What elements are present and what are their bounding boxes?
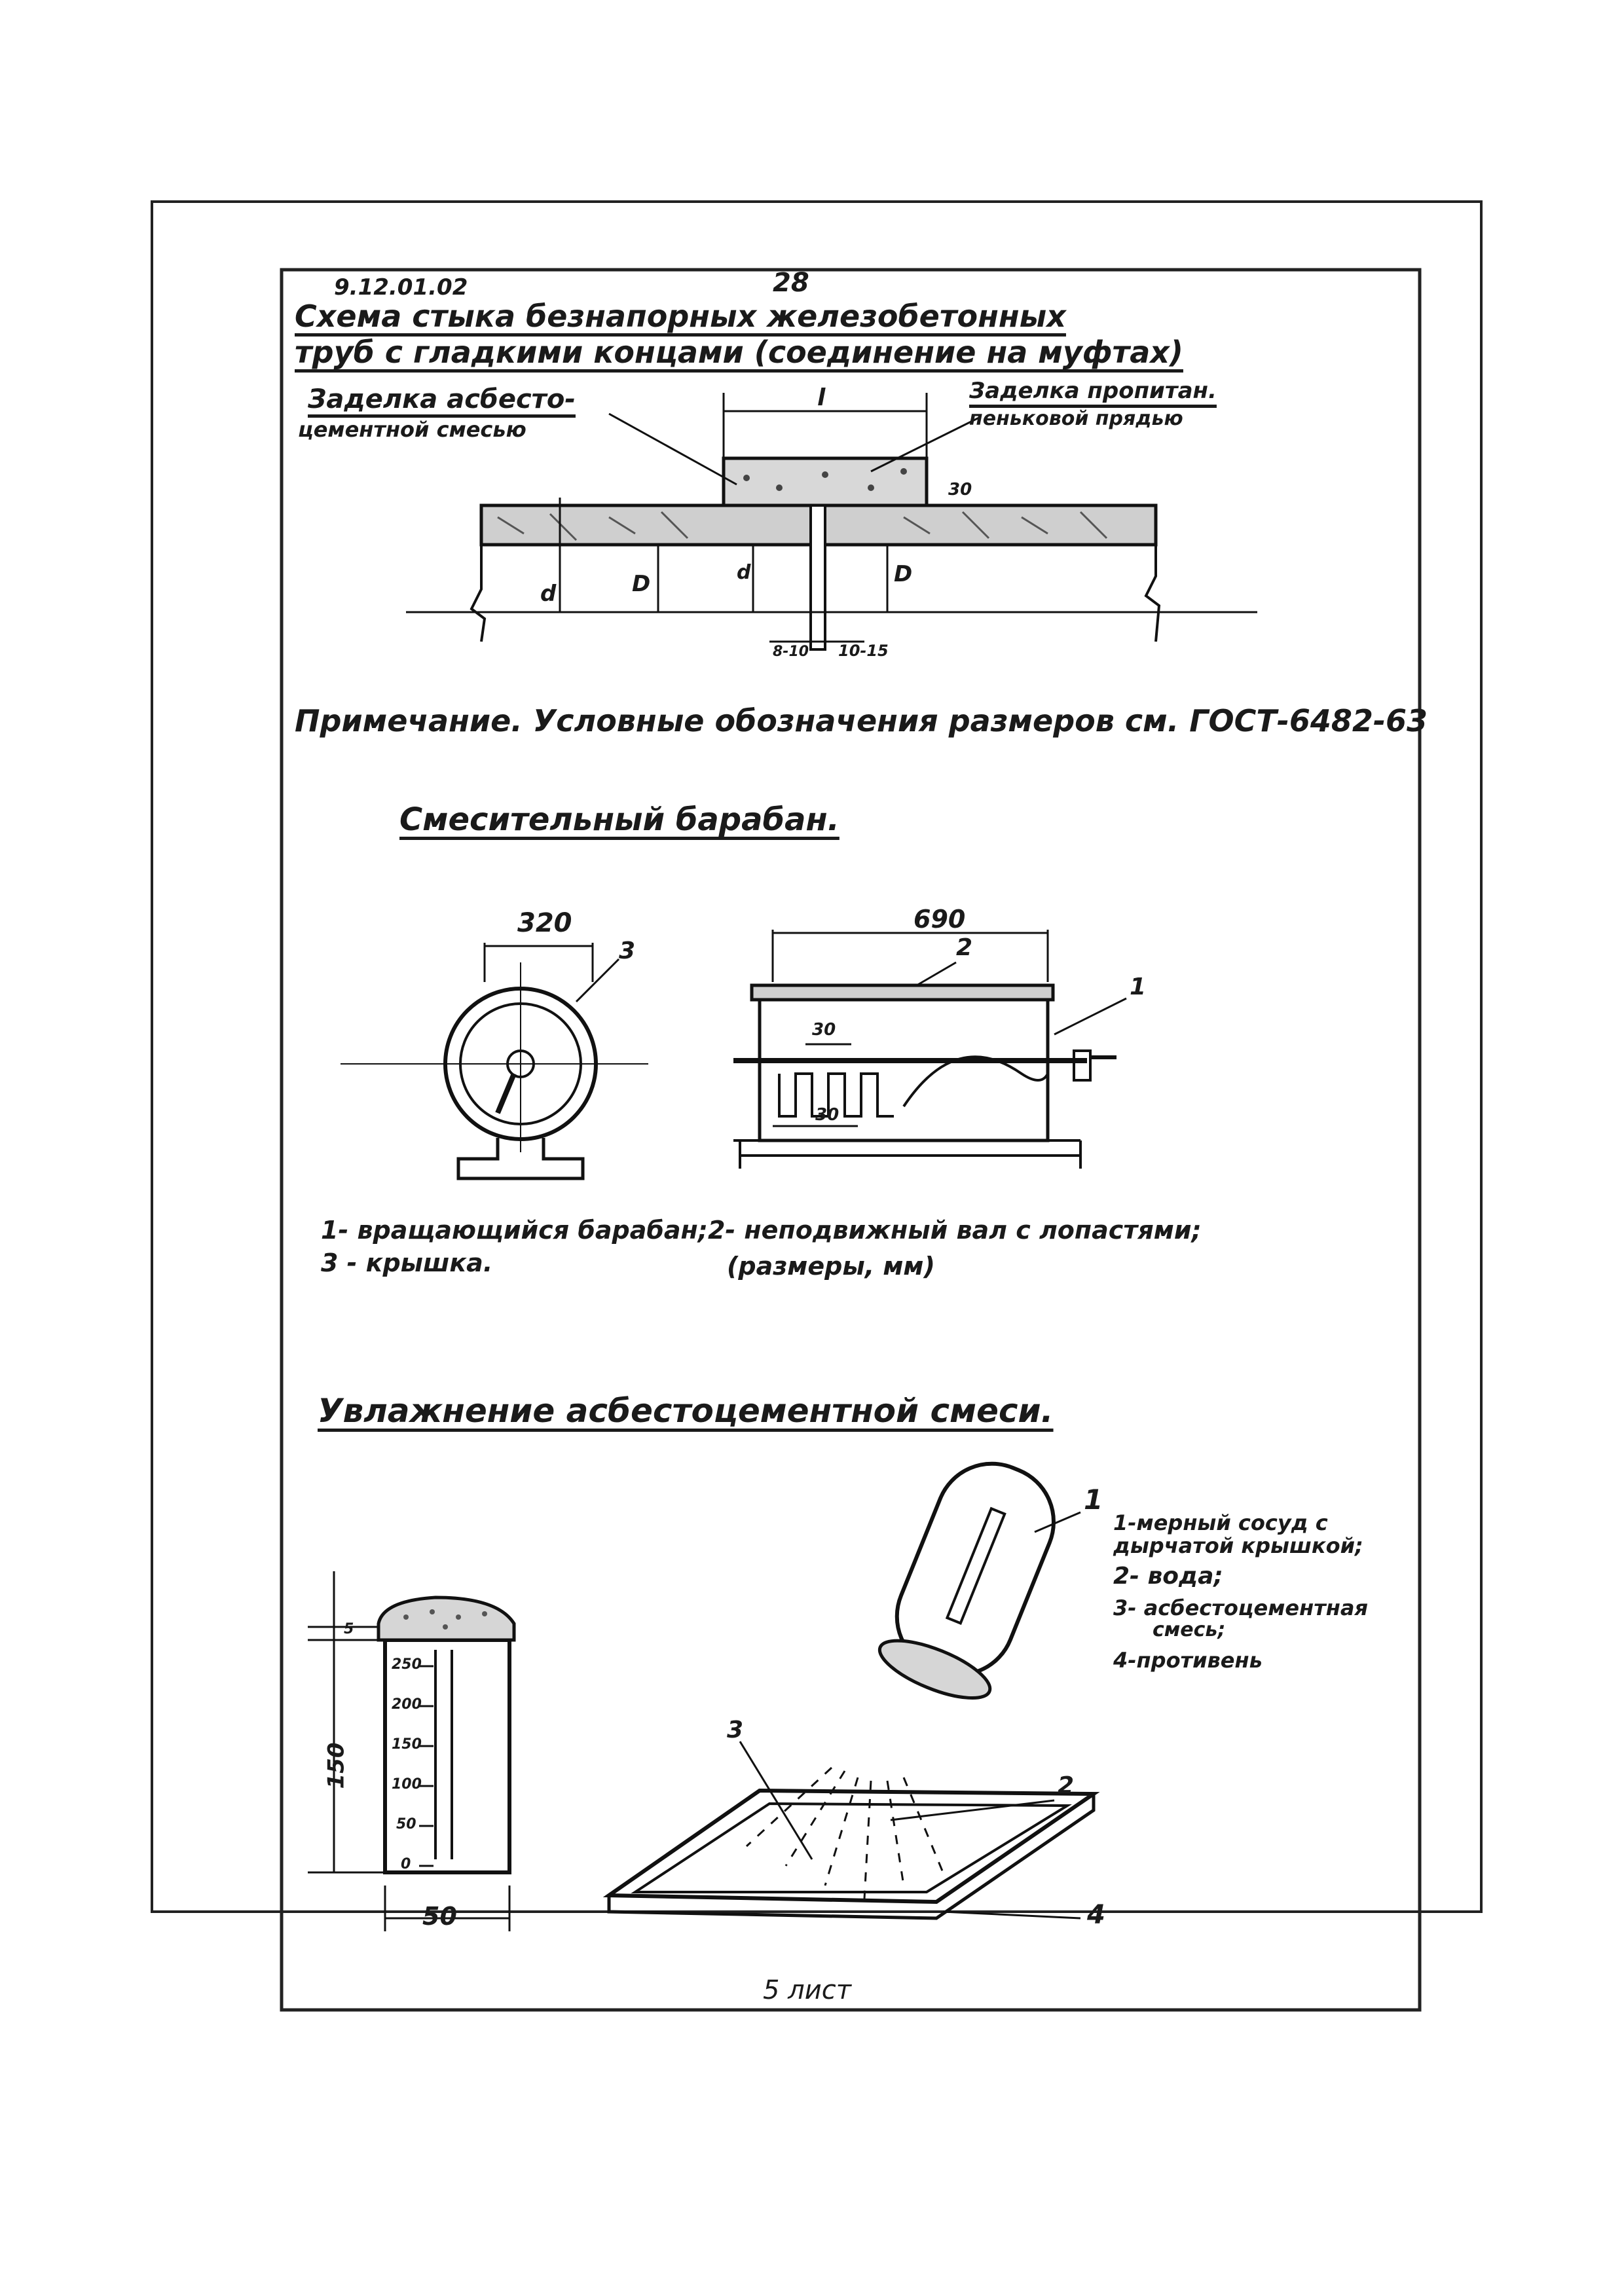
drum-blades: [778, 1072, 894, 1118]
joint-label-right-2: пеньковой прядью: [969, 407, 1183, 430]
drum-legend-line2a: 3 - крышка.: [321, 1248, 493, 1277]
measuring-vessel: [383, 1638, 511, 1874]
doc-code: 9.12.01.02: [334, 274, 468, 301]
moisten-legend-5: смесь;: [1153, 1618, 1226, 1641]
joint-label-right-1: Заделка пропитан.: [969, 378, 1217, 404]
drum-callout-1: 1: [1130, 974, 1147, 1000]
dim-D-label: D: [632, 571, 651, 597]
scale-tick-0: 0: [401, 1856, 411, 1872]
outer-frame: [151, 200, 1483, 1913]
moisten-legend-2: дырчатой крышкой;: [1113, 1533, 1363, 1558]
dim-d1-label: d: [737, 561, 751, 584]
page-number: 28: [773, 268, 809, 298]
moisten-callout-4: 4: [1087, 1900, 1105, 1930]
scale-tick-150: 150: [392, 1736, 422, 1753]
joint-gap: [809, 504, 826, 651]
drum-dim-320: 320: [517, 908, 572, 938]
moisten-title: Увлажнение асбестоцементной смеси.: [318, 1392, 1054, 1430]
joint-title-line1: Схема стыка безнапорных железобетонных: [295, 299, 1066, 334]
dim-gap-left-label: 8-10: [773, 644, 809, 660]
moisten-callout-3: 3: [727, 1717, 744, 1743]
scale-tick-100: 100: [392, 1776, 422, 1793]
tilted-vessel: [877, 1461, 1056, 1700]
sheet-label: 5 лист: [763, 1975, 852, 2005]
scale-tick-250: 250: [392, 1656, 422, 1673]
moisten-legend-1: 1-мерный сосуд с: [1113, 1510, 1328, 1535]
scale-tick-200: 200: [392, 1696, 422, 1713]
scale-tick-50: 50: [396, 1816, 416, 1832]
moisten-legend-6: 4-противень: [1113, 1648, 1263, 1673]
dim-D1-label: D: [894, 561, 913, 587]
dim-small-label: 5: [344, 1621, 354, 1637]
moisten-legend-4: 3- асбестоцементная: [1113, 1595, 1368, 1620]
drum-end-stand: [456, 1138, 585, 1180]
joint-label-left-1: Заделка асбесто-: [308, 384, 576, 414]
joint-title-line2: труб с гладкими концами (соединение на м…: [295, 335, 1183, 370]
dim-50-label: 50: [422, 1902, 457, 1931]
dim-150-label: 150: [323, 1742, 350, 1789]
dim-l-label: l: [817, 384, 826, 411]
tray: [602, 1788, 1100, 1904]
drum-dim-30-top: 30: [812, 1020, 836, 1040]
moisten-callout-2: 2: [1058, 1772, 1075, 1799]
drum-dim-30-bottom: 30: [815, 1105, 840, 1125]
perforated-lid: [377, 1595, 516, 1642]
moisten-legend-3: 2- вода;: [1113, 1563, 1223, 1590]
dim-30-label: 30: [948, 480, 972, 500]
drum-title: Смесительный барабан.: [399, 801, 840, 838]
drum-dim-690: 690: [913, 905, 966, 934]
coupling: [722, 456, 929, 507]
joint-note: Примечание. Условные обозначения размеро…: [295, 703, 1428, 738]
drum-callout-3: 3: [619, 938, 636, 964]
joint-label-left-2: цементной смесью: [298, 417, 526, 442]
dim-d-label: d: [540, 581, 557, 607]
moisten-callout-1: 1: [1084, 1484, 1103, 1516]
drum-legend-line1: 1- вращающийся барабан;2- неподвижный ва…: [321, 1216, 1202, 1245]
inner-frame: [280, 268, 1422, 2012]
drum-legend-line2b: (размеры, мм): [727, 1252, 935, 1281]
drum-callout-2: 2: [956, 934, 973, 961]
dim-gap-right-label: 10-15: [838, 642, 889, 660]
